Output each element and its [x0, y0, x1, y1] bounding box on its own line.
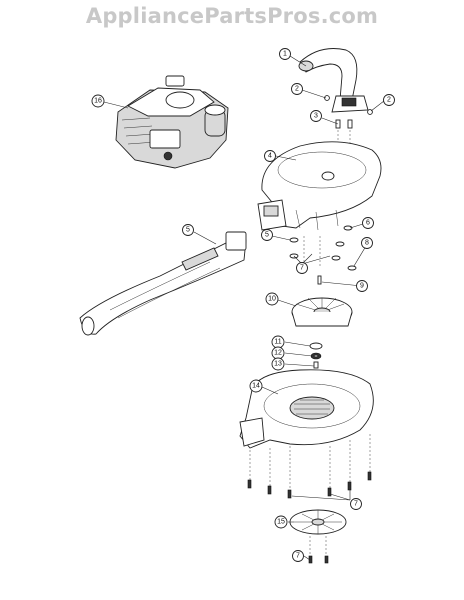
callout-4: 4 — [264, 150, 276, 162]
washers-nut — [309, 342, 323, 369]
callout-13: 13 — [271, 357, 285, 371]
handle-part — [298, 48, 369, 113]
svg-text:6: 6 — [366, 220, 370, 227]
svg-text:8: 8 — [365, 240, 369, 247]
callout-7b: 7 — [350, 498, 362, 510]
svg-text:1: 1 — [283, 51, 287, 58]
svg-text:5: 5 — [186, 227, 190, 234]
engine-assembly — [115, 75, 229, 169]
callout-9: 9 — [356, 280, 368, 292]
callout-5b: 5 — [261, 229, 273, 241]
leader-lines — [103, 55, 385, 561]
impeller — [291, 297, 353, 327]
callout-5: 5 — [182, 224, 194, 236]
svg-text:10: 10 — [268, 296, 276, 303]
callout-10: 10 — [265, 292, 279, 306]
callout-2a: 2 — [291, 83, 303, 95]
svg-text:5: 5 — [265, 232, 269, 239]
callout-16: 16 — [91, 94, 105, 108]
callout-1: 1 — [279, 48, 291, 60]
callout-8: 8 — [361, 237, 373, 249]
svg-text:7: 7 — [354, 501, 358, 508]
fasteners-mid — [289, 225, 357, 285]
svg-text:7: 7 — [300, 265, 304, 272]
watermark-text: AppliancePartsPros.com — [85, 4, 379, 28]
callout-7a: 7 — [296, 262, 308, 274]
svg-text:16: 16 — [94, 98, 102, 105]
svg-text:3: 3 — [314, 113, 318, 120]
callout-11: 11 — [271, 335, 285, 349]
callout-14: 14 — [249, 379, 263, 393]
blower-tube — [79, 231, 247, 336]
upper-housing — [257, 141, 382, 231]
svg-text:12: 12 — [274, 350, 282, 357]
callout-6: 6 — [362, 217, 374, 229]
lower-housing — [239, 369, 374, 499]
svg-text:11: 11 — [274, 339, 281, 346]
lower-cover — [289, 509, 347, 564]
svg-text:7: 7 — [296, 553, 300, 560]
svg-text:2: 2 — [387, 97, 391, 104]
callout-3: 3 — [310, 110, 322, 122]
svg-text:13: 13 — [274, 361, 282, 368]
svg-text:4: 4 — [268, 153, 272, 160]
callout-15: 15 — [274, 515, 288, 529]
svg-text:9: 9 — [360, 283, 364, 290]
callout-7c: 7 — [292, 550, 304, 562]
svg-text:2: 2 — [295, 86, 299, 93]
callout-12: 12 — [271, 346, 285, 360]
svg-text:14: 14 — [252, 383, 260, 390]
callout-2b: 2 — [383, 94, 395, 106]
svg-text:15: 15 — [277, 519, 285, 526]
